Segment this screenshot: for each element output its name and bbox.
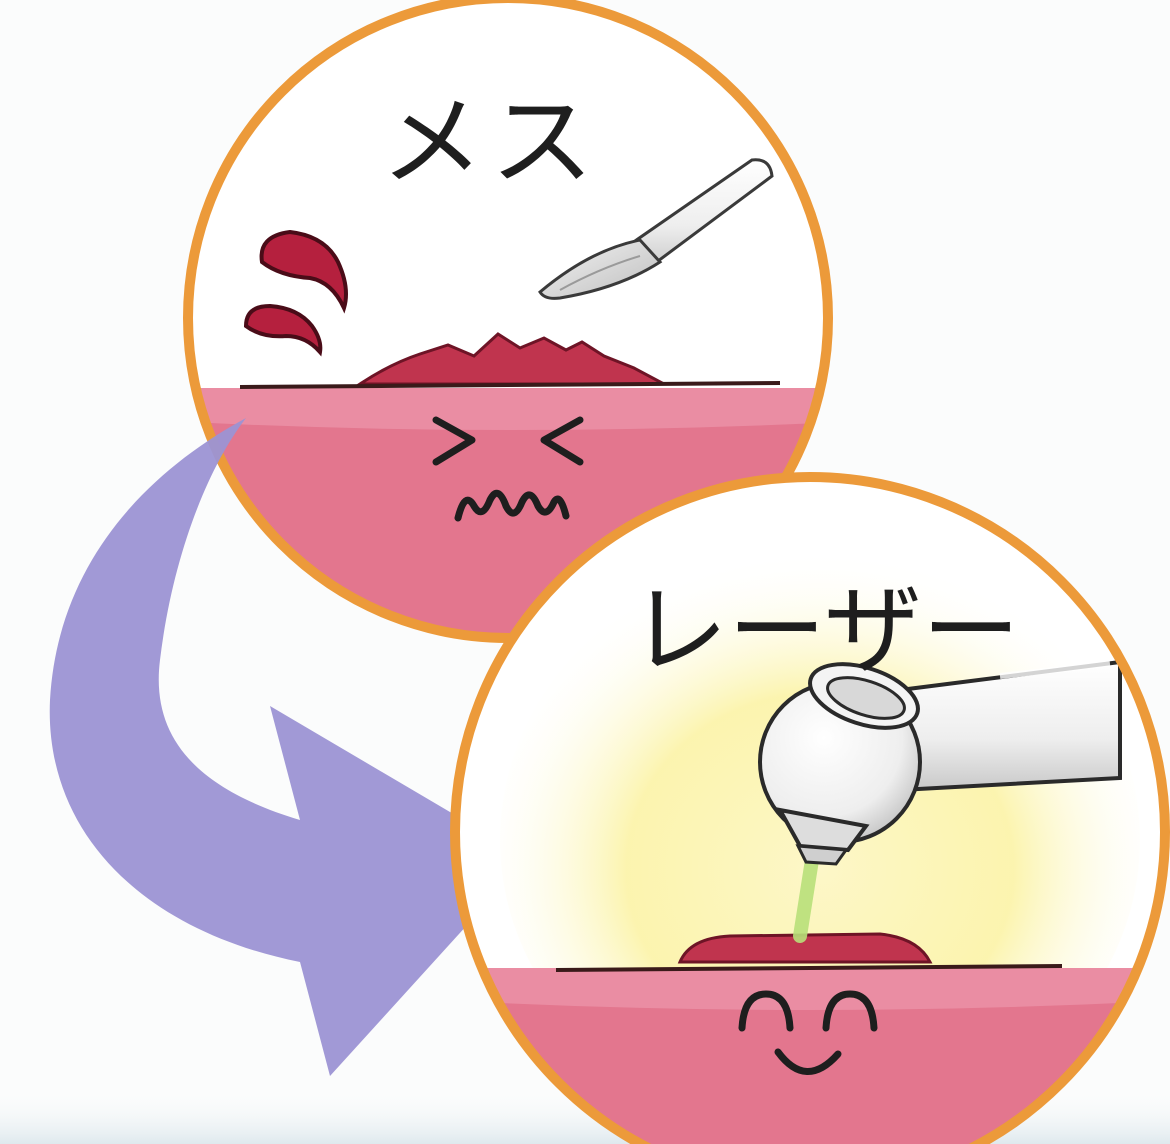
laser-label: レーザー (630, 582, 1020, 680)
scalpel-label: メス (380, 93, 600, 192)
